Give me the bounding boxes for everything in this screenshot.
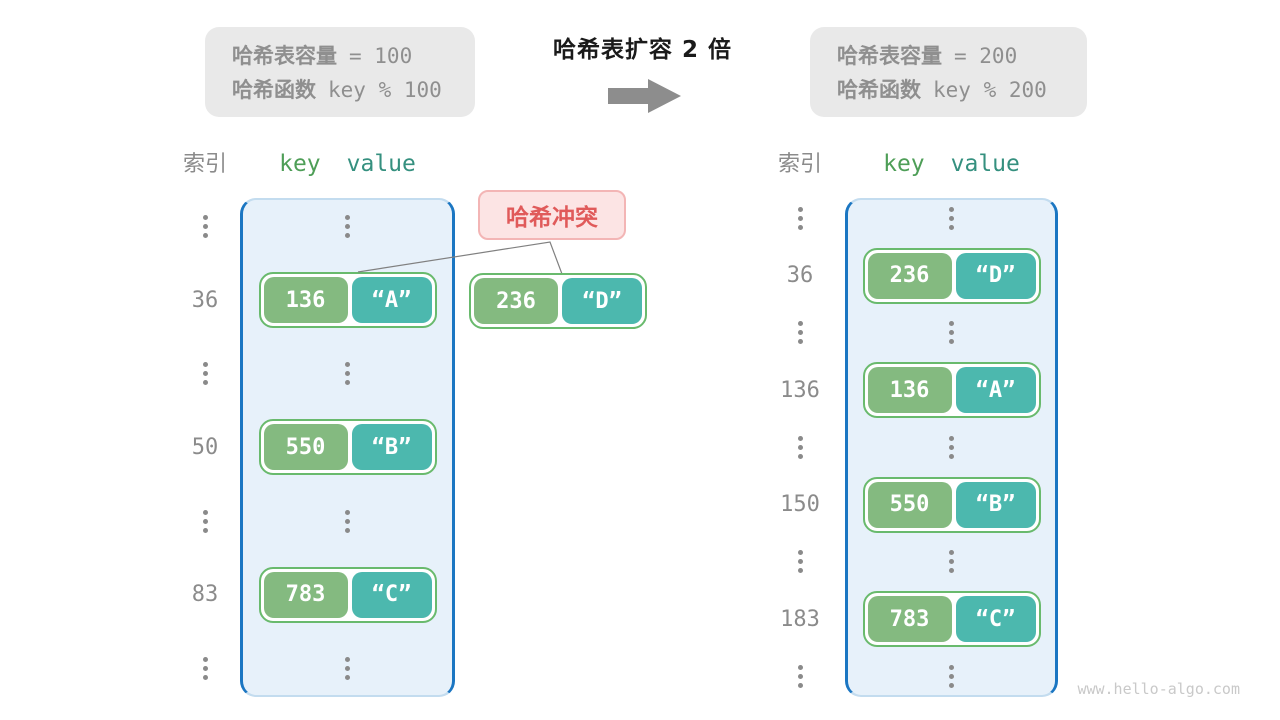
index-label: 36: [191, 287, 219, 313]
value-cell: “A”: [351, 277, 432, 324]
vertical-ellipsis-icon: [202, 656, 208, 680]
key-value-pair: 550 “B”: [258, 419, 437, 476]
hash-function-label: 哈希函数: [837, 78, 921, 102]
key-cell: 136: [263, 277, 348, 324]
table-row: 83 783 “C”: [170, 566, 455, 623]
hash-table-before: 36 136 “A” 50 550 “B” 83: [170, 198, 455, 697]
colliding-key-value-pair: 236 “D”: [469, 273, 647, 329]
right-table-headers: 索引 key value: [755, 146, 1058, 178]
table-row-ellipsis: [755, 435, 1058, 459]
vertical-ellipsis-icon: [345, 215, 350, 239]
value-cell: “B”: [955, 481, 1036, 528]
hash-collision-callout: 哈希冲突: [478, 190, 626, 240]
vertical-ellipsis-icon: [202, 362, 208, 386]
table-row-ellipsis: [170, 509, 455, 533]
vertical-ellipsis-icon: [797, 550, 803, 574]
value-column-header: value: [950, 151, 1020, 177]
value-cell: “C”: [351, 571, 432, 618]
table-row-ellipsis: [170, 215, 455, 239]
vertical-ellipsis-icon: [797, 665, 803, 688]
table-row-ellipsis: [170, 656, 455, 680]
hash-function-value: key % 100: [328, 78, 442, 102]
table-row: 183 783 “C”: [755, 591, 1058, 648]
key-column-header: key: [883, 151, 925, 177]
key-value-pair: 783 “C”: [862, 591, 1041, 648]
key-cell: 136: [867, 367, 952, 414]
table-row: 36 236 “D”: [755, 247, 1058, 304]
value-cell: “B”: [351, 424, 432, 471]
table-row-ellipsis: [755, 321, 1058, 345]
vertical-ellipsis-icon: [949, 206, 954, 230]
table-row-ellipsis: [170, 362, 455, 386]
vertical-ellipsis-icon: [202, 509, 208, 533]
hash-config-box-before: 哈希表容量 = 100 哈希函数 key % 100: [205, 27, 475, 117]
index-label: 183: [780, 606, 820, 632]
value-cell: “D”: [562, 278, 642, 324]
vertical-ellipsis-icon: [949, 435, 954, 459]
left-table-headers: 索引 key value: [170, 146, 455, 178]
vertical-ellipsis-icon: [797, 435, 803, 459]
index-label: 136: [780, 377, 820, 403]
hash-function-label: 哈希函数: [232, 78, 316, 102]
hash-function-value: key % 200: [933, 78, 1047, 102]
capacity-label: 哈希表容量: [837, 44, 942, 68]
table-row: 36 136 “A”: [170, 272, 455, 329]
table-row-ellipsis: [755, 206, 1058, 230]
key-cell: 236: [474, 278, 558, 324]
index-label: 83: [191, 582, 219, 608]
vertical-ellipsis-icon: [345, 362, 350, 386]
hash-config-box-after: 哈希表容量 = 200 哈希函数 key % 200: [810, 27, 1087, 117]
vertical-ellipsis-icon: [202, 215, 208, 239]
vertical-ellipsis-icon: [797, 206, 803, 230]
key-cell: 783: [867, 596, 952, 643]
watermark: www.hello-algo.com: [1077, 680, 1240, 698]
key-value-pair: 136 “A”: [258, 272, 437, 329]
key-value-pair: 136 “A”: [862, 362, 1041, 419]
vertical-ellipsis-icon: [949, 550, 954, 574]
right-arrow-icon: [605, 76, 685, 118]
key-cell: 236: [867, 252, 952, 299]
table-row-ellipsis: [755, 665, 1058, 688]
vertical-ellipsis-icon: [949, 321, 954, 345]
table-row: 136 136 “A”: [755, 362, 1058, 419]
vertical-ellipsis-icon: [797, 321, 803, 345]
hash-table-after: 36 236 “D” 136 136 “A” 150: [755, 198, 1058, 697]
table-row: 50 550 “B”: [170, 419, 455, 476]
index-label: 36: [786, 263, 814, 289]
value-cell: “C”: [955, 596, 1036, 643]
value-cell: “D”: [955, 252, 1036, 299]
key-value-pair: 236 “D”: [862, 247, 1041, 304]
value-column-header: value: [346, 151, 416, 177]
vertical-ellipsis-icon: [345, 509, 350, 533]
key-cell: 550: [867, 481, 952, 528]
index-column-header: 索引: [182, 152, 227, 177]
capacity-value: = 200: [954, 44, 1018, 68]
key-cell: 783: [263, 571, 348, 618]
index-column-header: 索引: [777, 152, 822, 177]
vertical-ellipsis-icon: [345, 656, 350, 680]
index-label: 150: [780, 492, 820, 518]
value-cell: “A”: [955, 367, 1036, 414]
key-column-header: key: [279, 151, 321, 177]
vertical-ellipsis-icon: [949, 665, 954, 688]
capacity-label: 哈希表容量: [232, 44, 337, 68]
capacity-value: = 100: [349, 44, 413, 68]
index-label: 50: [191, 434, 219, 460]
key-cell: 550: [263, 424, 348, 471]
key-value-pair: 783 “C”: [258, 566, 437, 623]
table-row: 150 550 “B”: [755, 476, 1058, 533]
key-value-pair: 550 “B”: [862, 476, 1041, 533]
diagram-title: 哈希表扩容 2 倍: [552, 37, 733, 63]
table-row-ellipsis: [755, 550, 1058, 574]
